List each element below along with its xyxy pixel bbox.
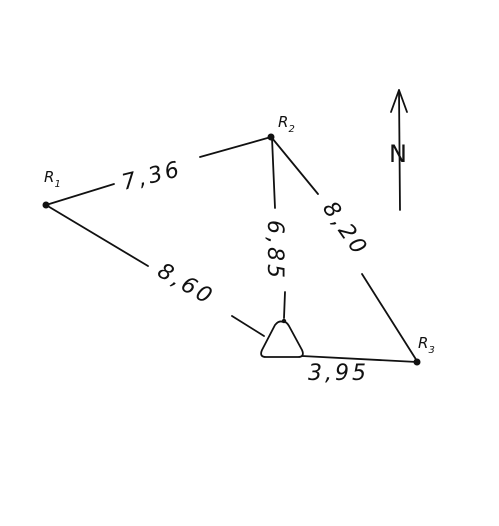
station-triangle-icon (260, 320, 304, 358)
line-r1-r2 (45, 136, 272, 206)
distance-r2-station: 6,85 (262, 220, 287, 281)
north-arrow-icon (390, 89, 408, 211)
label-r3: R3 (418, 334, 435, 356)
point-r1 (42, 201, 50, 209)
point-r3 (413, 358, 421, 366)
point-r2 (267, 133, 275, 141)
distance-r1-station: 8,60 (153, 259, 218, 311)
station-point (281, 318, 287, 324)
line-r2-r3 (271, 137, 418, 362)
distance-r1-r2: 7,36 (119, 157, 184, 196)
line-station-r3 (301, 355, 418, 363)
line-r1-station (45, 204, 265, 337)
label-r2: R2 (278, 113, 295, 135)
distance-r2-r3: 8,20 (317, 197, 372, 261)
label-r1: R1 (44, 168, 61, 190)
distance-station-r3: 3,95 (308, 361, 369, 386)
north-letter: N (389, 140, 407, 168)
line-r2-station (271, 137, 286, 319)
